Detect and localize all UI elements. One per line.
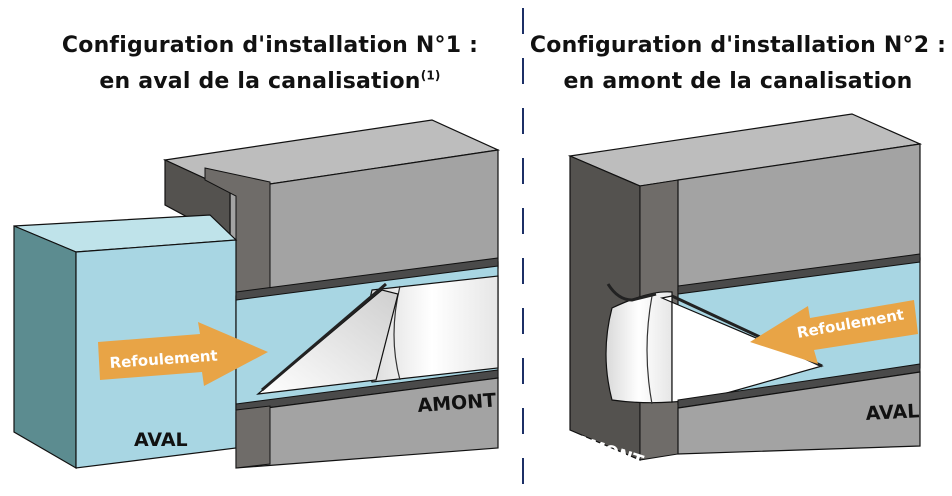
lower-block-band bbox=[236, 406, 270, 468]
config1-illustration: Refoulement AVAL AMONT bbox=[0, 0, 522, 496]
water-block-side bbox=[14, 226, 76, 468]
pipe-body bbox=[606, 292, 672, 403]
label-aval: AVAL bbox=[134, 429, 188, 451]
config2-illustration: Refoulement AVAL AMONT bbox=[522, 0, 952, 496]
label-aval: AVAL bbox=[865, 400, 920, 425]
